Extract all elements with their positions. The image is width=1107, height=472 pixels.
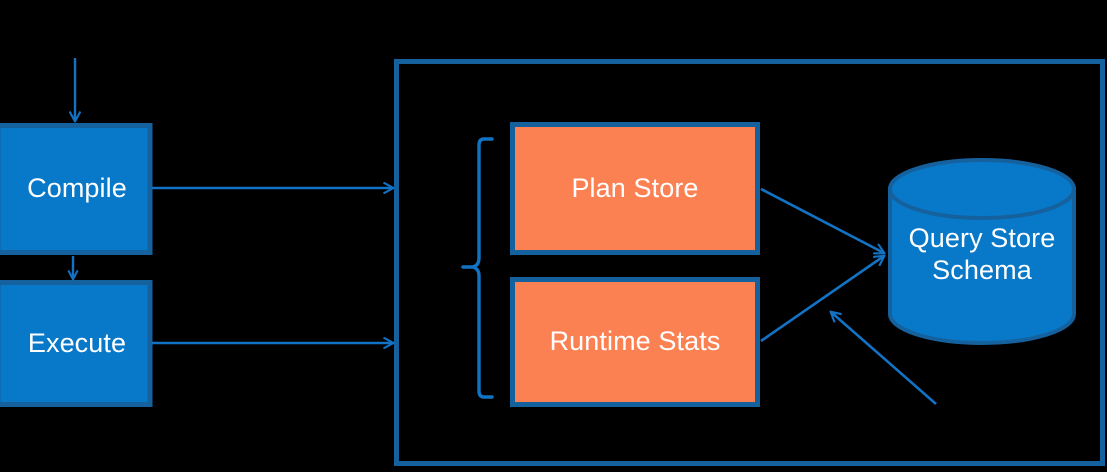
execute-box[interactable]	[0, 280, 153, 407]
compile-box[interactable]	[0, 123, 153, 255]
query-store-container	[394, 59, 1105, 466]
plan-store-box[interactable]	[510, 122, 760, 255]
connector-external-to-schema	[831, 312, 937, 405]
query-store-schema-cylinder[interactable]	[888, 158, 1076, 345]
connector-plan-store-to-schema	[760, 187, 884, 253]
runtime-stats-box[interactable]	[510, 277, 760, 407]
connector-runtime-stats-to-schema	[760, 256, 884, 343]
grouping-brace	[470, 137, 494, 399]
